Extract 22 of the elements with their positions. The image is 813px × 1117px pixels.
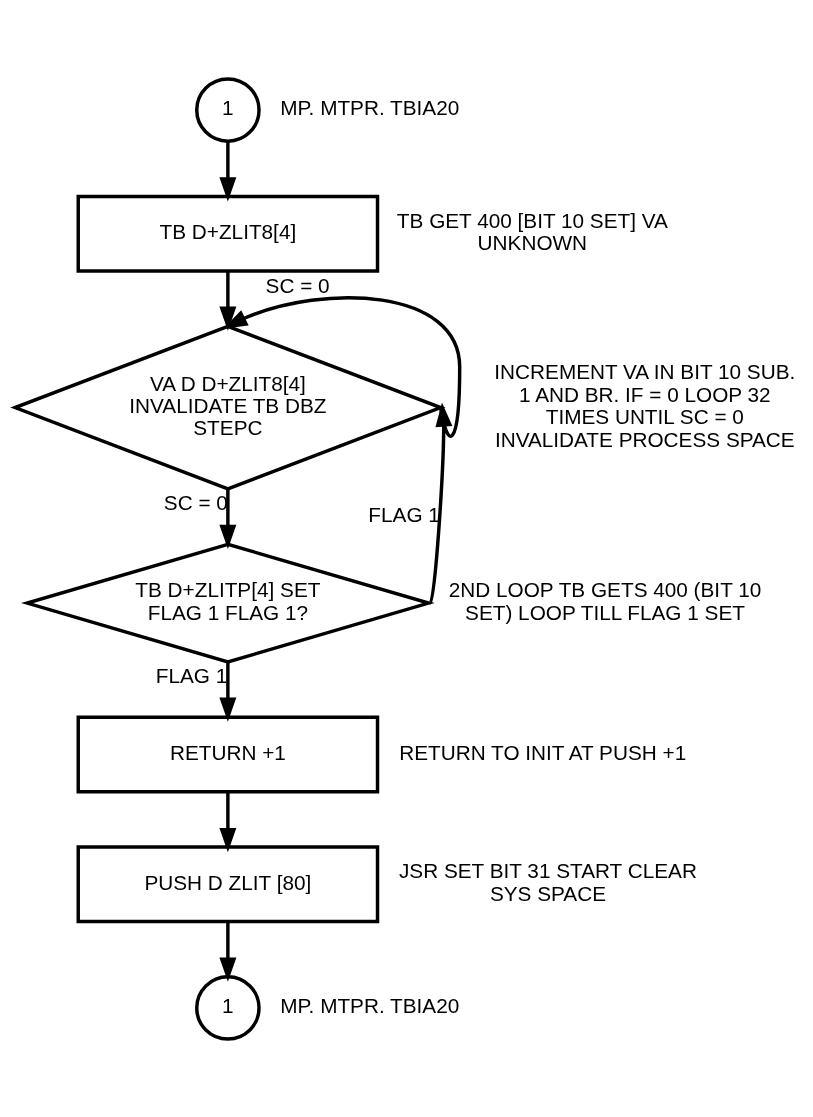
node-label: MP. MTPR. TBIA20 — [280, 95, 460, 119]
node-diamond: VA D D+ZLIT8[4] INVALIDATE TB DBZ STEPC — [10, 323, 446, 491]
arrow — [219, 271, 237, 331]
arrow — [428, 401, 453, 604]
node-label: RETURN TO INIT AT PUSH +1 — [399, 740, 687, 764]
arrow — [219, 141, 237, 201]
arrow — [223, 295, 462, 437]
node-box: TB D+ZLIT8[4] — [76, 194, 380, 273]
node-label: MP. MTPR. TBIA20 — [280, 993, 460, 1017]
node-label: TB GET 400 [BIT 10 SET] VA UNKNOWN — [396, 208, 668, 254]
edge-label: SC = 0 — [265, 273, 330, 297]
node-box: PUSH D ZLIT [80] — [76, 844, 380, 923]
arrow — [219, 791, 237, 852]
edge-label: FLAG 1 — [368, 502, 440, 526]
node-label: INCREMENT VA IN BIT 10 SUB. 1 AND BR. IF = 0 LOOP 32 TIMES UNTIL SC = 0 INVALIDATE PROCESS SPACE — [494, 359, 796, 451]
node-diamond: TB D+ZLITP[4] SET FLAG 1 FLAG 1? — [21, 542, 435, 664]
node-label: 2ND LOOP TB GETS 400 (BIT 10 SET) LOOP TILL FLAG 1 SET — [448, 577, 762, 624]
node-label: JSR SET BIT 31 START CLEAR SYS SPACE — [398, 858, 697, 905]
node-circle: 1 — [195, 974, 261, 1041]
node-circle: 1 — [195, 76, 261, 143]
node-box: RETURN +1 — [76, 715, 380, 793]
arrow — [219, 921, 237, 982]
